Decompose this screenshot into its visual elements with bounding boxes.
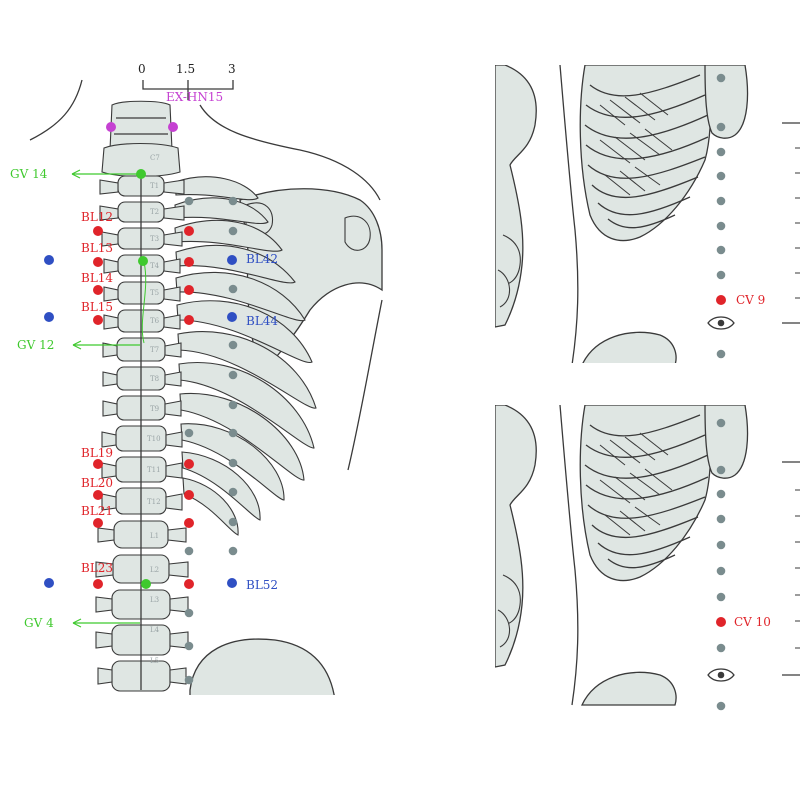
vertebra-labels: C7 T1 T2 T3 T4 T5 T6 T7 T8 T9 T10 T11 T1… bbox=[147, 154, 161, 665]
point-bl44-left[interactable] bbox=[44, 312, 54, 322]
vertebra-label: T11 bbox=[147, 466, 161, 474]
pelvis bbox=[189, 638, 335, 695]
label-cv10: CV 10 bbox=[734, 615, 771, 629]
vertebra-label: L3 bbox=[150, 596, 159, 604]
eye-icon bbox=[707, 668, 735, 682]
left-shoulder-outline bbox=[29, 79, 83, 141]
spine bbox=[95, 100, 189, 692]
vertebra-label: T4 bbox=[150, 262, 160, 270]
right-flank-outline bbox=[347, 299, 383, 471]
scale-tick-label: 0 bbox=[138, 62, 146, 76]
vertebra-label: L5 bbox=[150, 657, 159, 665]
acupoint-labels: EX-HN15 GV 14 GV 12 GV 4 BL12 BL13 BL14 … bbox=[10, 90, 278, 630]
label-bl13: BL13 bbox=[81, 241, 113, 255]
point-bl12-right[interactable] bbox=[184, 226, 194, 236]
label-bl21: BL21 bbox=[81, 504, 113, 518]
label-gv4: GV 4 bbox=[24, 616, 54, 630]
front-view-top bbox=[495, 65, 749, 363]
point-bl44-right[interactable] bbox=[227, 312, 237, 322]
rib-cage bbox=[174, 176, 317, 536]
point-bl14-right[interactable] bbox=[184, 285, 194, 295]
label-bl12: BL12 bbox=[81, 210, 113, 224]
point-bl15-right[interactable] bbox=[184, 315, 194, 325]
point-bl21-right[interactable] bbox=[184, 518, 194, 528]
point-bl20-right[interactable] bbox=[184, 490, 194, 500]
point-bl52-right[interactable] bbox=[227, 578, 237, 588]
back-view bbox=[29, 79, 383, 695]
front-bottom-markers: CV 10 bbox=[707, 418, 800, 711]
label-gv14: GV 14 bbox=[10, 167, 48, 181]
governor-vessel-arrows bbox=[71, 169, 147, 628]
point-bl13-left[interactable] bbox=[93, 257, 103, 267]
label-bl14: BL14 bbox=[81, 271, 113, 285]
point-bl23-left[interactable] bbox=[93, 579, 103, 589]
vertebra-label: T9 bbox=[150, 405, 159, 413]
point-cv10[interactable] bbox=[716, 617, 726, 627]
label-gv12: GV 12 bbox=[17, 338, 54, 352]
label-bl20: BL20 bbox=[81, 476, 113, 490]
vertebra-label: T12 bbox=[147, 498, 161, 506]
point-bl20-left[interactable] bbox=[93, 490, 103, 500]
vertebra-label: T2 bbox=[150, 208, 159, 216]
reference-points-back bbox=[184, 196, 238, 685]
right-shoulder-outline bbox=[199, 104, 381, 201]
vertebra-label: T1 bbox=[150, 182, 159, 190]
label-bl19: BL19 bbox=[81, 446, 113, 460]
eye-icon bbox=[707, 316, 735, 330]
front-top-markers: CV 9 bbox=[707, 73, 800, 359]
scale-tick-label: 1.5 bbox=[176, 62, 195, 76]
vertebra-label: L1 bbox=[150, 532, 159, 540]
vertebra-label: T3 bbox=[150, 235, 159, 243]
point-bl21-left[interactable] bbox=[93, 518, 103, 528]
vertebra-label: T7 bbox=[150, 346, 159, 354]
point-gv14[interactable] bbox=[136, 169, 146, 179]
point-bl42-left[interactable] bbox=[44, 255, 54, 265]
label-cv9: CV 9 bbox=[736, 293, 765, 307]
label-bl42: BL42 bbox=[246, 252, 278, 266]
point-bl14-left[interactable] bbox=[93, 285, 103, 295]
vertebra-label: T5 bbox=[150, 289, 159, 297]
label-bl15: BL15 bbox=[81, 300, 113, 314]
vertebra-label: L2 bbox=[150, 566, 159, 574]
acupoints-back bbox=[44, 122, 237, 589]
humeral-head bbox=[344, 215, 371, 251]
point-bl15-left[interactable] bbox=[93, 315, 103, 325]
point-bl52-left[interactable] bbox=[44, 578, 54, 588]
point-ex-hn15-left[interactable] bbox=[106, 122, 116, 132]
label-bl52: BL52 bbox=[246, 578, 278, 592]
label-bl23: BL23 bbox=[81, 561, 113, 575]
label-bl44: BL44 bbox=[246, 314, 278, 328]
point-bl42-right[interactable] bbox=[227, 255, 237, 265]
vertebra-label: T8 bbox=[150, 375, 159, 383]
front-view-bottom bbox=[495, 405, 749, 706]
point-bl19-right[interactable] bbox=[184, 459, 194, 469]
label-ex-hn15: EX-HN15 bbox=[166, 90, 223, 104]
vertebra-label: T6 bbox=[150, 317, 160, 325]
point-bl12-left[interactable] bbox=[93, 226, 103, 236]
vertebra-label: T10 bbox=[147, 435, 161, 443]
point-bl23-right[interactable] bbox=[184, 579, 194, 589]
vertebra-label: L4 bbox=[150, 626, 160, 634]
point-gv4[interactable] bbox=[141, 579, 151, 589]
scale-bar: 0 1.5 3 bbox=[138, 62, 236, 100]
point-ex-hn15-right[interactable] bbox=[168, 122, 178, 132]
vertebra-label: C7 bbox=[150, 154, 160, 162]
scale-tick-label: 3 bbox=[228, 62, 236, 76]
point-bl19-left[interactable] bbox=[93, 459, 103, 469]
point-bl13-right[interactable] bbox=[184, 257, 194, 267]
point-cv9[interactable] bbox=[716, 295, 726, 305]
point-gv12[interactable] bbox=[138, 256, 148, 266]
